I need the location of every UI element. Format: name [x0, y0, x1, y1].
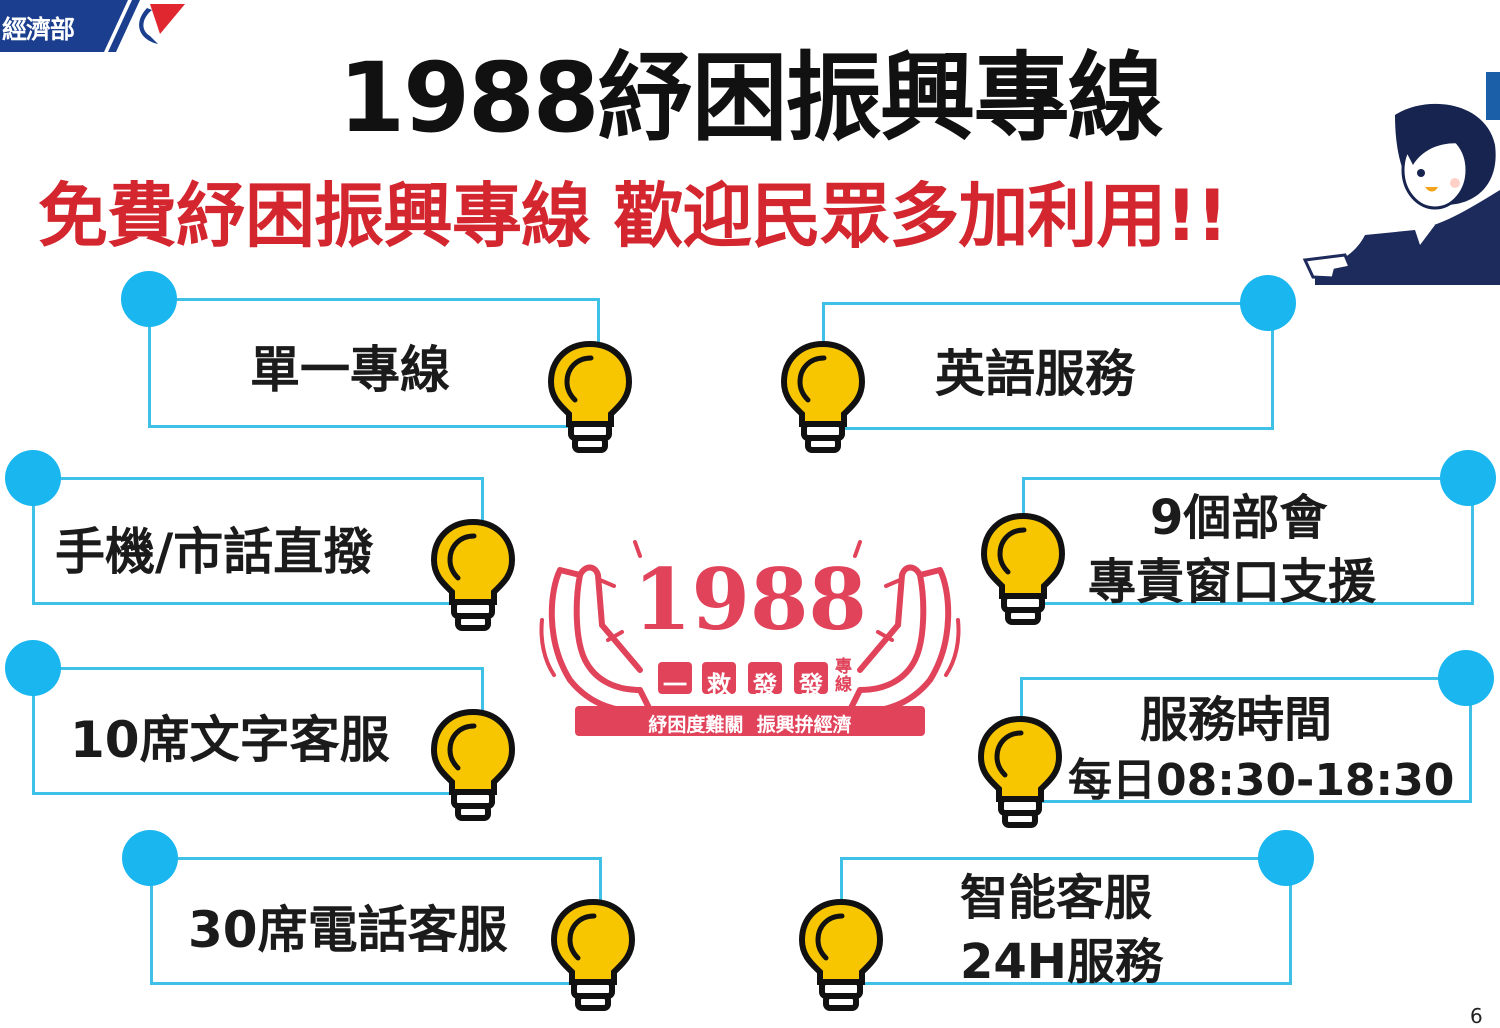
edge-bar	[1486, 72, 1500, 120]
logo-banner: 紓困度難關 振興拚經濟	[648, 714, 852, 736]
logo-char: 發	[753, 671, 777, 699]
bullet-dot	[5, 640, 61, 696]
feature-label: 9個部會	[1150, 490, 1328, 546]
logo-side-label: 專線	[835, 657, 852, 695]
feature-card-single-line	[148, 298, 600, 428]
lightbulb-icon	[980, 512, 1066, 625]
ministry-label: 經濟部	[2, 15, 75, 44]
feature-label: 智能客服	[960, 870, 1153, 926]
lightbulb-icon	[977, 715, 1063, 828]
logo-number: 1988	[633, 550, 867, 649]
ministry-logo-icon	[0, 0, 185, 52]
subtitle: 免費紓困振興專線 歡迎民眾多加利用!!	[38, 175, 1228, 257]
hands-logo	[539, 540, 961, 736]
lightbulb-icon	[430, 518, 516, 631]
feature-label: 單一專線	[250, 341, 450, 399]
ministry-badge: 經濟部	[0, 0, 190, 52]
feature-label: 30席電話客服	[188, 901, 508, 959]
logo-char: 發	[799, 671, 823, 699]
feature-label: 英語服務	[935, 345, 1135, 403]
feature-card-text-service	[32, 667, 484, 795]
lightbulb-icon	[550, 898, 636, 1011]
bullet-dot	[1438, 650, 1494, 706]
presenter-character	[1302, 103, 1500, 285]
logo-char: 一	[663, 671, 687, 699]
center-logo: 1988 一 救 發 發 專線 紓困度難關 振興拚經濟	[530, 530, 970, 745]
feature-label: 手機/市話直撥	[55, 523, 374, 581]
bullet-dot	[1440, 450, 1496, 506]
bullet-dot	[5, 450, 61, 506]
feature-card-english	[822, 302, 1274, 430]
feature-label: 10席文字客服	[70, 711, 390, 769]
page-title: 1988紓困振興專線	[338, 42, 1163, 154]
feature-label: 專責窗口支援	[1088, 554, 1377, 610]
feature-label: 每日08:30-18:30	[1068, 755, 1455, 806]
lightbulb-icon	[798, 898, 884, 1011]
feature-card-hours	[1020, 677, 1472, 803]
lightbulb-icon	[430, 708, 516, 821]
bullet-dot	[122, 830, 178, 886]
page-number: 6	[1470, 1004, 1483, 1028]
bullet-dot	[121, 271, 177, 327]
lightbulb-icon	[547, 340, 633, 453]
feature-card-phone-service	[150, 857, 602, 985]
bullet-dot	[1258, 830, 1314, 886]
feature-label: 服務時間	[1140, 692, 1333, 748]
lightbulb-icon	[780, 340, 866, 453]
feature-card-ministries	[1022, 477, 1474, 605]
bullet-dot	[1240, 275, 1296, 331]
feature-label: 24H服務	[960, 934, 1163, 990]
logo-char: 救	[707, 671, 731, 699]
